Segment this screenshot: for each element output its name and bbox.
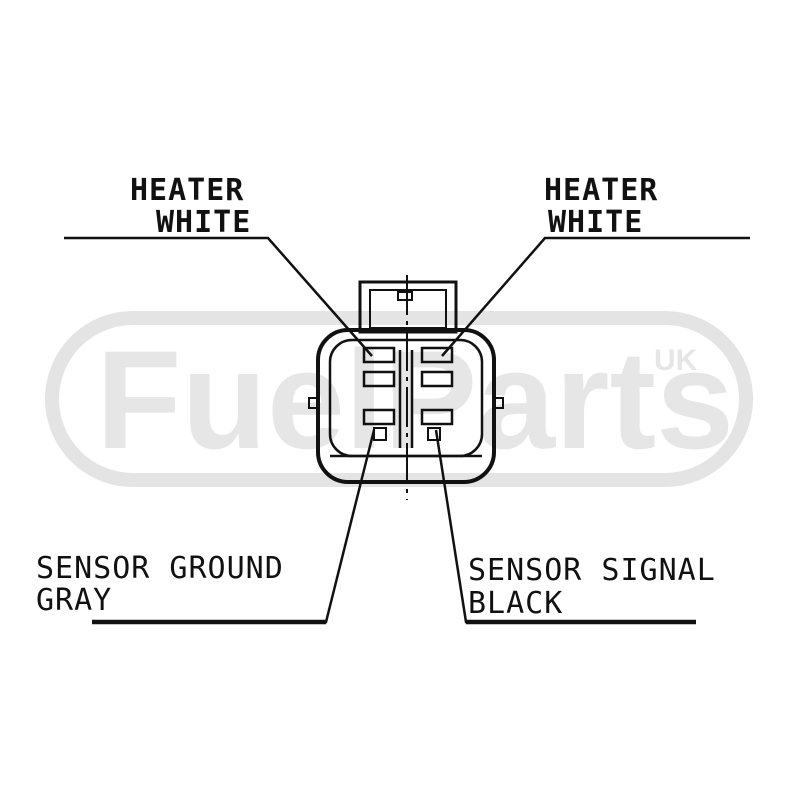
label-sensor-signal-line2: BLACK <box>468 586 563 621</box>
label-heater-right-line2: WHITE <box>548 205 643 240</box>
leader-heater-left <box>64 236 373 357</box>
label-heater-left-line2: WHITE <box>156 205 251 240</box>
terminal-mid-right <box>420 370 454 388</box>
label-sensor-signal: SENSOR SIGNAL BLACK <box>468 553 716 621</box>
terminal-lock-right <box>427 427 441 441</box>
label-sensor-ground: SENSOR GROUND GRAY <box>36 551 284 618</box>
watermark-brand-text: FuelParts <box>96 321 734 478</box>
terminal-heater-right <box>420 346 454 364</box>
connector-side-nub-right <box>493 397 504 409</box>
label-heater-right: HEATER WHITE <box>544 173 658 240</box>
terminal-sensor-ground <box>362 408 396 426</box>
label-heater-left-line1: HEATER <box>130 173 244 208</box>
label-sensor-signal-line1: SENSOR SIGNAL <box>468 553 716 588</box>
label-heater-right-line1: HEATER <box>544 173 658 208</box>
terminal-mid-left <box>362 370 396 388</box>
label-sensor-ground-line2: GRAY <box>36 583 112 618</box>
label-sensor-ground-line1: SENSOR GROUND <box>36 551 284 586</box>
terminal-heater-left <box>362 346 396 364</box>
connector-latch-tab <box>397 291 413 301</box>
watermark-region-text: UK <box>654 344 698 377</box>
leader-heater-right <box>441 236 750 357</box>
terminal-sensor-signal <box>420 408 454 426</box>
connector-side-nub-left <box>308 397 319 409</box>
label-heater-left: HEATER WHITE <box>130 173 251 240</box>
